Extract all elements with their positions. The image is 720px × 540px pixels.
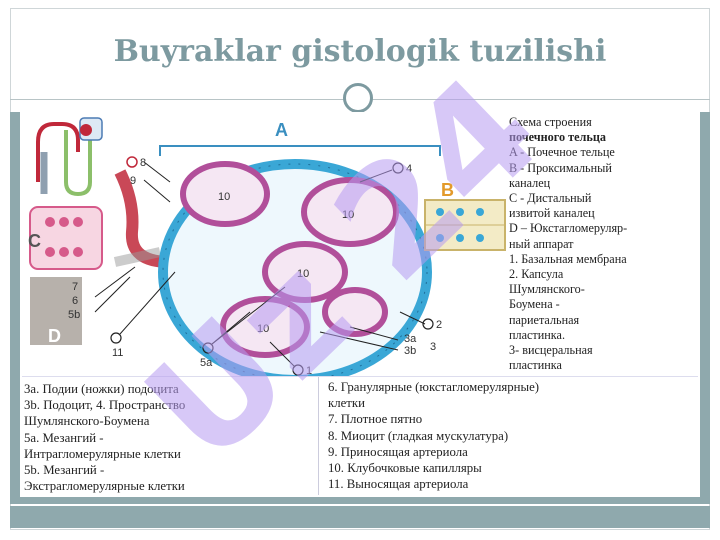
number-markers: 8 9 4 2 3a 3b 3 1 5a 11 7 6 5b: [68, 156, 442, 377]
label-5b: 5b: [68, 309, 80, 321]
jga-box: D: [30, 277, 82, 346]
legend-left-line: 3b. Подоцит, 4. Пространство: [24, 398, 186, 413]
legend-right-line: 1. Базальная мембрана: [509, 251, 627, 266]
legend-left: 3a. Подии (ножки) подоцита 3b. Подоцит, …: [24, 381, 314, 494]
footer-band: [10, 506, 710, 528]
legend-right-line: 3- висцеральная: [509, 343, 593, 358]
afferent-arteriole: [113, 169, 171, 268]
legend-left-line: 3a. Подии (ножки) подоцита: [24, 382, 179, 396]
label-5a: 5a: [200, 357, 213, 369]
legend-right-line: ный аппарат: [509, 236, 574, 251]
legend-mid-line: 6. Гранулярные (юкстагломерулярные): [328, 380, 540, 394]
legend-right-line: C - Дистальный: [509, 191, 592, 206]
label-1: 1: [306, 365, 312, 377]
legend-mid-line: 7. Плотное пятно: [328, 412, 423, 427]
bracket-a: A: [159, 120, 441, 156]
ring-decoration: [343, 83, 373, 113]
legend-middle: 6. Гранулярные (юкстагломерулярные) клет…: [328, 379, 688, 492]
legend-right-line: пластинка.: [509, 327, 565, 342]
letter-b: B: [441, 180, 454, 200]
legend-right-line: пластинка: [509, 358, 562, 373]
label-10d: 10: [257, 323, 269, 335]
distal-tubule: C: [28, 206, 103, 270]
legend-right-line: Шумлянского-: [509, 282, 585, 297]
proximal-tubule: B: [424, 180, 506, 251]
legend-left-line: 5b. Мезангий -: [24, 463, 105, 478]
legend-mid-line: 9. Приносящая артериола: [328, 444, 468, 459]
legend-right-line: париетальная: [509, 312, 580, 327]
legend-right-line: 2. Капсула: [509, 267, 564, 282]
legend-left-line: Шумлянского-Боумена: [24, 414, 150, 429]
legend-divider: [318, 377, 319, 495]
letter-c: C: [28, 231, 41, 251]
label-7: 7: [72, 281, 78, 293]
letter-d: D: [48, 326, 61, 346]
nephron-thumbnail: [36, 117, 103, 197]
renal-corpuscle-figure: C D A 10 10 1: [20, 112, 700, 497]
label-4: 4: [406, 163, 412, 175]
legend-left-line: Интрагломерулярные клетки: [24, 446, 181, 461]
label-10b: 10: [342, 209, 354, 221]
legend-right-heading: почечного тельца: [509, 130, 606, 145]
renal-corpuscle-diagram: C D A 10 10 1: [28, 117, 506, 377]
label-10c: 10: [297, 268, 309, 280]
legend-right: Схема строения почечного тельца A - Поче…: [509, 115, 699, 373]
legend-right-line: D – Юкстагломеруляр-: [509, 221, 628, 236]
legend-right-line: каналец: [509, 175, 551, 190]
legend-right-line: извитой каналец: [509, 206, 595, 221]
letter-a: A: [275, 120, 288, 140]
label-2: 2: [436, 319, 442, 331]
label-3: 3: [430, 341, 436, 353]
label-6: 6: [72, 295, 78, 307]
legend-right-line: B - Проксимальный: [509, 160, 612, 175]
label-9: 9: [130, 175, 136, 187]
slide-title: Buyraklar gistologik tuzilishi: [113, 34, 607, 69]
legend-right-line: Схема строения: [509, 115, 592, 129]
legend-mid-line: 10. Клубочковые капилляры: [328, 461, 482, 476]
legend-mid-line: 11. Выносящая артериола: [328, 477, 469, 492]
legend-right-line: Боумена -: [509, 297, 560, 312]
leader-lines: [94, 161, 426, 368]
label-3a: 3a: [404, 333, 417, 345]
legend-mid-line: 8. Миоцит (гладкая мускулатура): [328, 428, 509, 443]
bottom-legend-box: 3a. Подии (ножки) подоцита 3b. Подоцит, …: [22, 376, 698, 495]
legend-left-line: 5a. Мезангий -: [24, 430, 104, 445]
label-8: 8: [140, 157, 146, 169]
legend-mid-line: клетки: [328, 396, 365, 411]
legend-right-line: A - Почечное тельце: [509, 145, 615, 160]
glomerular-capillaries: 10 10 10 10: [180, 161, 399, 358]
label-3b: 3b: [404, 345, 416, 357]
label-10a: 10: [218, 191, 230, 203]
legend-left-line: Экстрагломерулярные клетки: [24, 479, 185, 494]
label-11: 11: [112, 347, 123, 359]
